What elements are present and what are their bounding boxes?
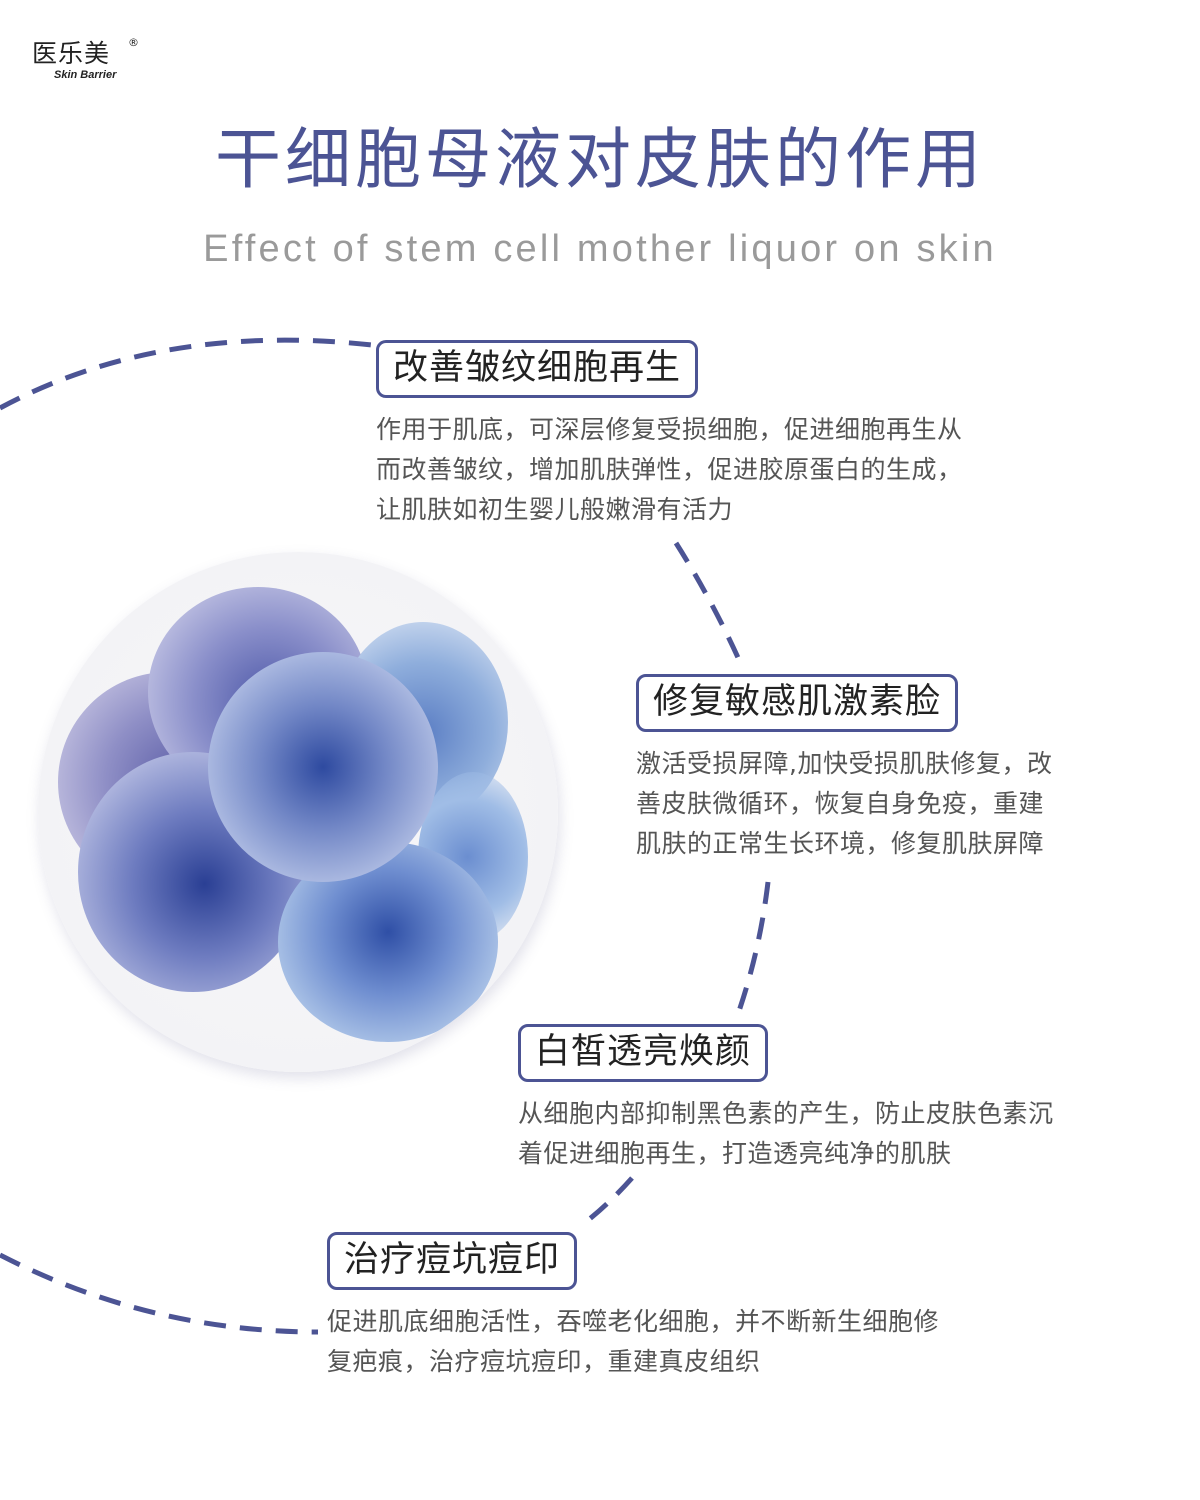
page-title: 干细胞母液对皮肤的作用: [215, 121, 985, 198]
registered-mark: ®: [128, 36, 139, 49]
description-line: 而改善皱纹，增加肌肤弹性，促进胶原蛋白的生成，: [376, 455, 963, 484]
description-line: 促进肌底细胞活性，吞噬老化细胞，并不断新生细胞修: [327, 1307, 940, 1336]
feature-description: 促进肌底细胞活性，吞噬老化细胞，并不断新生细胞修 复疤痕，治疗痘坑痘印，重建真皮…: [327, 1302, 939, 1382]
description-line: 着促进细胞再生，打造透亮纯净的肌肤: [518, 1139, 952, 1168]
feature-heading: 治疗痘坑痘印: [327, 1232, 578, 1290]
description-line: 肌肤的正常生长环境，修复肌肤屏障: [636, 829, 1045, 858]
feature-sensitive-skin-repair: 修复敏感肌激素脸 激活受损屏障,加快受损肌肤修复，改 善皮肤微循环，恢复自身免疫…: [636, 674, 1052, 864]
feature-heading: 修复敏感肌激素脸: [636, 674, 959, 732]
feature-description: 激活受损屏障,加快受损肌肤修复，改 善皮肤微循环，恢复自身免疫，重建 肌肤的正常…: [636, 744, 1052, 864]
feature-description: 从细胞内部抑制黑色素的产生，防止皮肤色素沉 着促进细胞再生，打造透亮纯净的肌肤: [518, 1094, 1054, 1174]
description-line: 作用于肌底，可深层修复受损细胞，促进细胞再生从: [376, 415, 963, 444]
description-line: 让肌肤如初生婴儿般嫩滑有活力: [376, 495, 734, 524]
description-line: 善皮肤微循环，恢复自身免疫，重建: [636, 789, 1045, 818]
feature-heading: 白皙透亮焕颜: [518, 1024, 769, 1082]
logo-english-name: Skin Barrier: [54, 69, 117, 81]
description-line: 复疤痕，治疗痘坑痘印，重建真皮组织: [327, 1347, 761, 1376]
feature-acne-scar-treatment: 治疗痘坑痘印 促进肌底细胞活性，吞噬老化细胞，并不断新生细胞修 复疤痕，治疗痘坑…: [327, 1232, 939, 1382]
stem-cell-cluster-illustration: [38, 552, 558, 1072]
feature-description: 作用于肌底，可深层修复受损细胞，促进细胞再生从 而改善皱纹，增加肌肤弹性，促进胶…: [376, 410, 963, 530]
description-line: 激活受损屏障,加快受损肌肤修复，改: [636, 749, 1053, 778]
feature-whitening-brightening: 白皙透亮焕颜 从细胞内部抑制黑色素的产生，防止皮肤色素沉 着促进细胞再生，打造透…: [518, 1024, 1054, 1174]
brand-logo: 医乐美 ® Skin Barrier: [32, 36, 139, 82]
description-line: 从细胞内部抑制黑色素的产生，防止皮肤色素沉: [518, 1099, 1054, 1128]
feature-wrinkle-regeneration: 改善皱纹细胞再生 作用于肌底，可深层修复受损细胞，促进细胞再生从 而改善皱纹，增…: [376, 340, 963, 530]
feature-heading: 改善皱纹细胞再生: [376, 340, 699, 398]
page-subtitle: Effect of stem cell mother liquor on ski…: [203, 228, 997, 270]
logo-chinese-name: 医乐美: [32, 39, 111, 68]
